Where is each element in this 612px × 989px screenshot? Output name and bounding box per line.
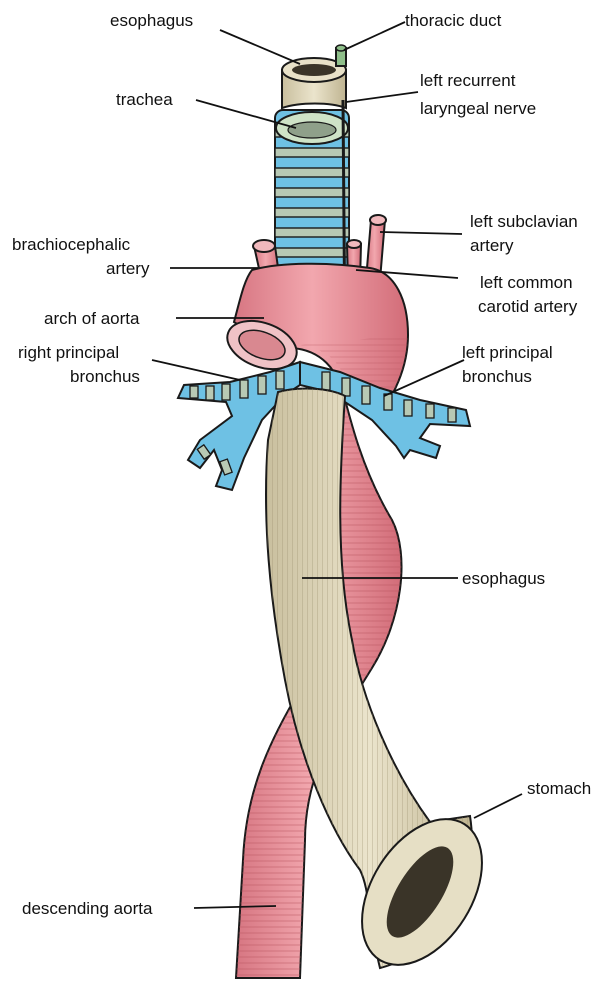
label-left-subclavian-2: artery — [470, 236, 514, 255]
label-left-common-carotid-2: carotid artery — [478, 297, 578, 316]
label-brachiocephalic-2: artery — [106, 259, 150, 278]
label-right-principal-2: bronchus — [70, 367, 140, 386]
label-stomach: stomach — [527, 779, 591, 798]
label-left-principal-2: bronchus — [462, 367, 532, 386]
label-left-common-carotid-1: left common — [480, 273, 573, 292]
label-trachea: trachea — [116, 90, 173, 109]
label-right-principal-1: right principal — [18, 343, 119, 362]
label-left-recurrent-2: laryngeal nerve — [420, 99, 536, 118]
label-brachiocephalic-1: brachiocephalic — [12, 235, 131, 254]
trachea-shape — [275, 110, 349, 282]
label-descending-aorta: descending aorta — [22, 899, 153, 918]
label-left-recurrent-1: left recurrent — [420, 71, 516, 90]
label-esophagus-mid: esophagus — [462, 569, 545, 588]
label-left-principal-1: left principal — [462, 343, 553, 362]
label-left-subclavian-1: left subclavian — [470, 212, 578, 231]
label-thoracic-duct: thoracic duct — [405, 11, 502, 30]
label-esophagus-top: esophagus — [110, 11, 193, 30]
label-arch-of-aorta: arch of aorta — [44, 309, 140, 328]
